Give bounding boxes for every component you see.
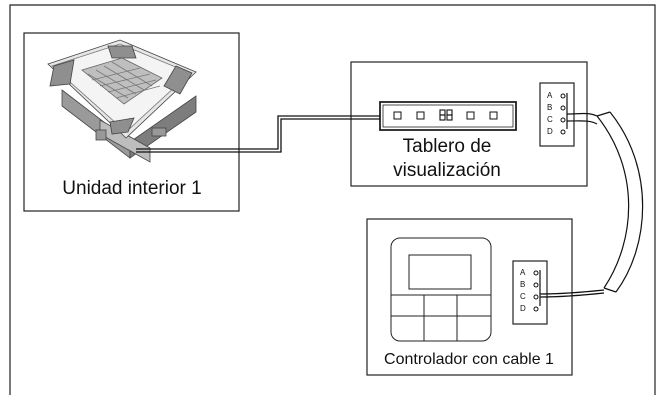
indicator-light	[416, 111, 425, 120]
wired-controller-label: Controlador con cable 1	[384, 351, 554, 368]
digit-display	[439, 109, 453, 121]
wired-controller-box: A B C D Controlador con cable 1	[366, 218, 573, 376]
display-board-box: Tablero de visualización A B C D	[350, 61, 588, 187]
controller-device-icon	[390, 237, 492, 342]
indicator-light	[489, 111, 498, 120]
indoor-to-display-wire	[136, 115, 380, 153]
indoor-unit-box: Unidad interior 1	[23, 32, 240, 212]
terminal-label: A	[547, 91, 553, 100]
terminal-label: C	[520, 292, 526, 301]
communication-cable	[539, 111, 644, 298]
indicator-light	[393, 111, 402, 120]
display-board-label-line2: visualización	[393, 160, 501, 181]
controller-terminal-block: A B C D	[512, 260, 548, 325]
display-board-label-line1: Tablero de	[403, 136, 492, 157]
terminal-label: D	[520, 304, 526, 313]
terminal-label: C	[547, 115, 553, 124]
terminal-label: B	[520, 280, 525, 289]
terminal-label: D	[547, 127, 553, 136]
indoor-unit-label: Unidad interior 1	[62, 178, 201, 199]
outer-frame	[9, 4, 656, 395]
terminal-label: A	[520, 268, 526, 277]
terminal-label: B	[547, 103, 552, 112]
indicator-light	[466, 111, 475, 120]
display-panel	[379, 101, 517, 131]
